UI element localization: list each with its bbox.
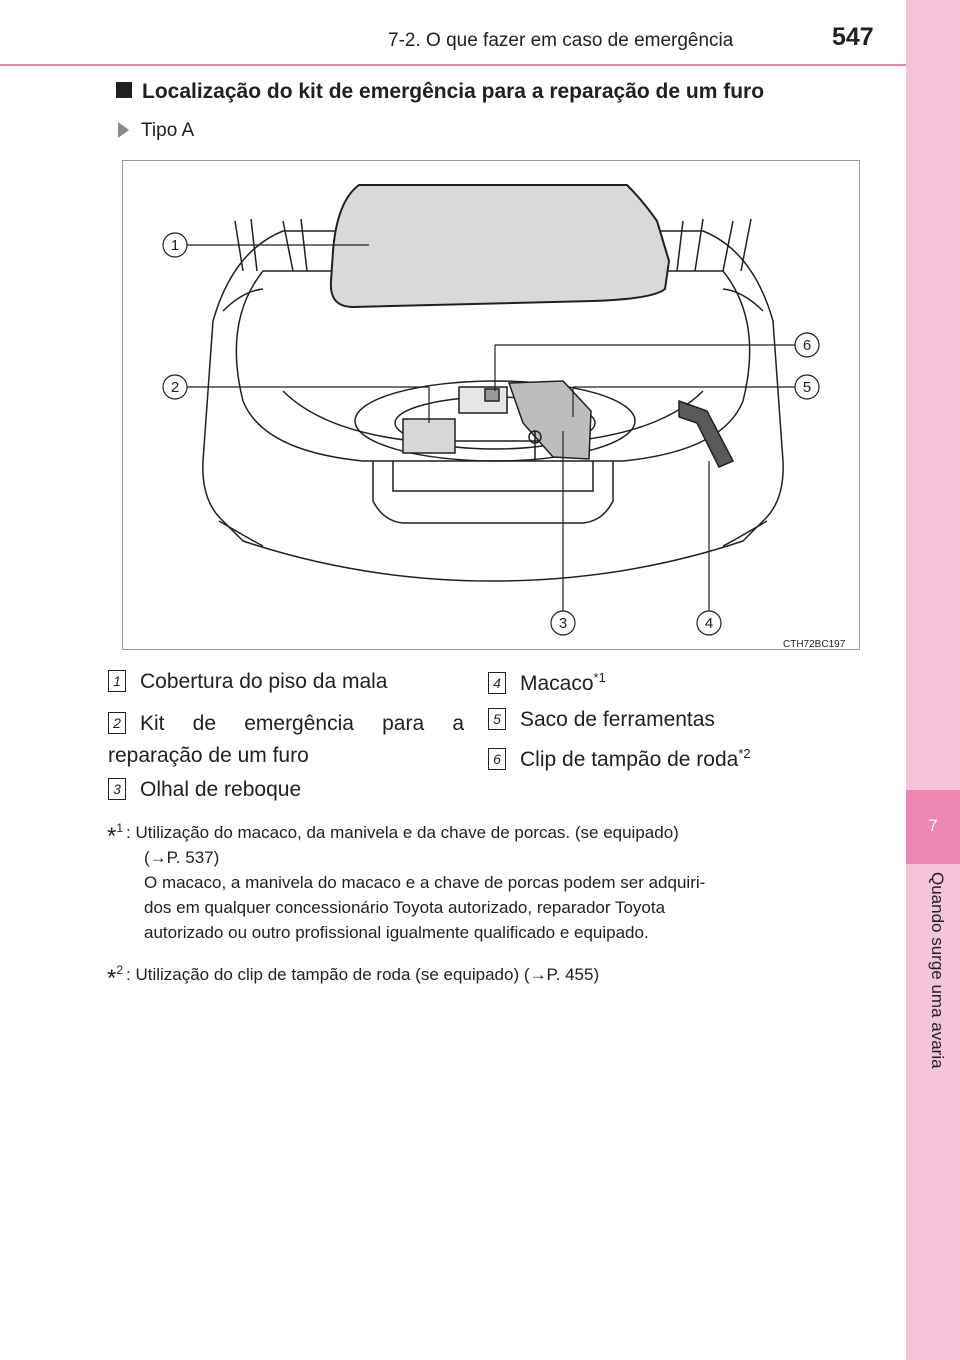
svg-text:2: 2 — [171, 379, 179, 396]
svg-text:6: 6 — [803, 337, 811, 354]
svg-text:4: 4 — [705, 615, 713, 632]
legend-number: 6 — [488, 748, 506, 770]
footnote-line: : Utilização do clip de tampão de roda (… — [126, 965, 600, 984]
legend-number: 4 — [488, 672, 506, 694]
legend-text: Saco de ferramentas — [520, 708, 715, 731]
svg-text:5: 5 — [803, 379, 811, 396]
footnote-marker: *1 — [107, 816, 123, 849]
running-header: 7-2. O que fazer em caso de emergência — [388, 30, 734, 51]
legend-item: 5 Saco de ferramentas — [488, 708, 715, 732]
legend-text: Macaco — [520, 672, 594, 695]
asterisk-mark: * — [107, 965, 117, 992]
footnote-line: O macaco, a manivela do macaco e a chave… — [144, 873, 706, 892]
asterisk-mark: * — [107, 823, 117, 850]
legend-number: 3 — [108, 778, 126, 800]
section-heading: Localização do kit de emergência para a … — [116, 80, 764, 104]
footnote-number: 1 — [116, 821, 124, 835]
section-heading-text: Localização do kit de emergência para a … — [142, 80, 765, 103]
legend-number: 1 — [108, 670, 126, 692]
legend-note: *2 — [738, 746, 751, 761]
legend-number: 5 — [488, 708, 506, 730]
chapter-side-tab — [906, 0, 960, 1360]
legend-text: Clip de tampão de roda — [520, 748, 739, 771]
square-bullet-icon — [116, 82, 132, 98]
header-rule — [0, 64, 906, 66]
legend-item: 4 Macaco*1 — [488, 670, 606, 696]
trunk-illustration: 1 2 6 5 3 4 CTH72BC197 — [122, 160, 860, 650]
legend-item: 6 Clip de tampão de roda*2 — [488, 746, 751, 772]
svg-text:3: 3 — [559, 615, 567, 632]
legend-text: Kit de emergência para a reparação de um… — [108, 712, 464, 767]
callout-4: 4 — [696, 610, 722, 636]
callout-2: 2 — [162, 374, 188, 400]
callout-3: 3 — [550, 610, 576, 636]
legend-text: Cobertura do piso da mala — [140, 670, 388, 693]
chapter-number-tab[interactable]: 7 — [906, 790, 960, 864]
footnote-marker: *2 — [107, 958, 123, 991]
callout-6: 6 — [794, 332, 820, 358]
triangle-bullet-icon — [118, 122, 129, 138]
legend-number: 2 — [108, 712, 126, 734]
subheading-text: Tipo A — [141, 120, 195, 141]
footnote-line: dos em qualquer concessionário Toyota au… — [144, 898, 666, 917]
footnote-number: 2 — [116, 963, 124, 977]
footnote-1: : Utilização do macaco, da manivela e da… — [126, 820, 856, 945]
footnote-2: : Utilização do clip de tampão de roda (… — [126, 962, 856, 987]
callout-5: 5 — [794, 374, 820, 400]
figure-code: CTH72BC197 — [783, 639, 846, 650]
footnote-line: (→P. 537) — [144, 848, 220, 867]
trunk-drawing: 1 2 6 5 3 4 — [162, 184, 820, 636]
legend-item: 3 Olhal de reboque — [108, 778, 301, 802]
footnote-line: : Utilização do macaco, da manivela e da… — [126, 823, 679, 842]
subheading: Tipo A — [118, 120, 194, 142]
footnote-line: autorizado ou outro profissional igualme… — [144, 923, 649, 942]
legend-text: Olhal de reboque — [140, 778, 302, 801]
callout-1: 1 — [162, 232, 188, 258]
page-number: 547 — [832, 23, 874, 51]
chapter-number: 7 — [928, 816, 938, 835]
chapter-label: Quando surge uma avaria — [928, 872, 947, 1069]
svg-text:1: 1 — [171, 237, 179, 254]
legend-item: 1 Cobertura do piso da mala — [108, 670, 387, 694]
legend-note: *1 — [593, 670, 606, 685]
